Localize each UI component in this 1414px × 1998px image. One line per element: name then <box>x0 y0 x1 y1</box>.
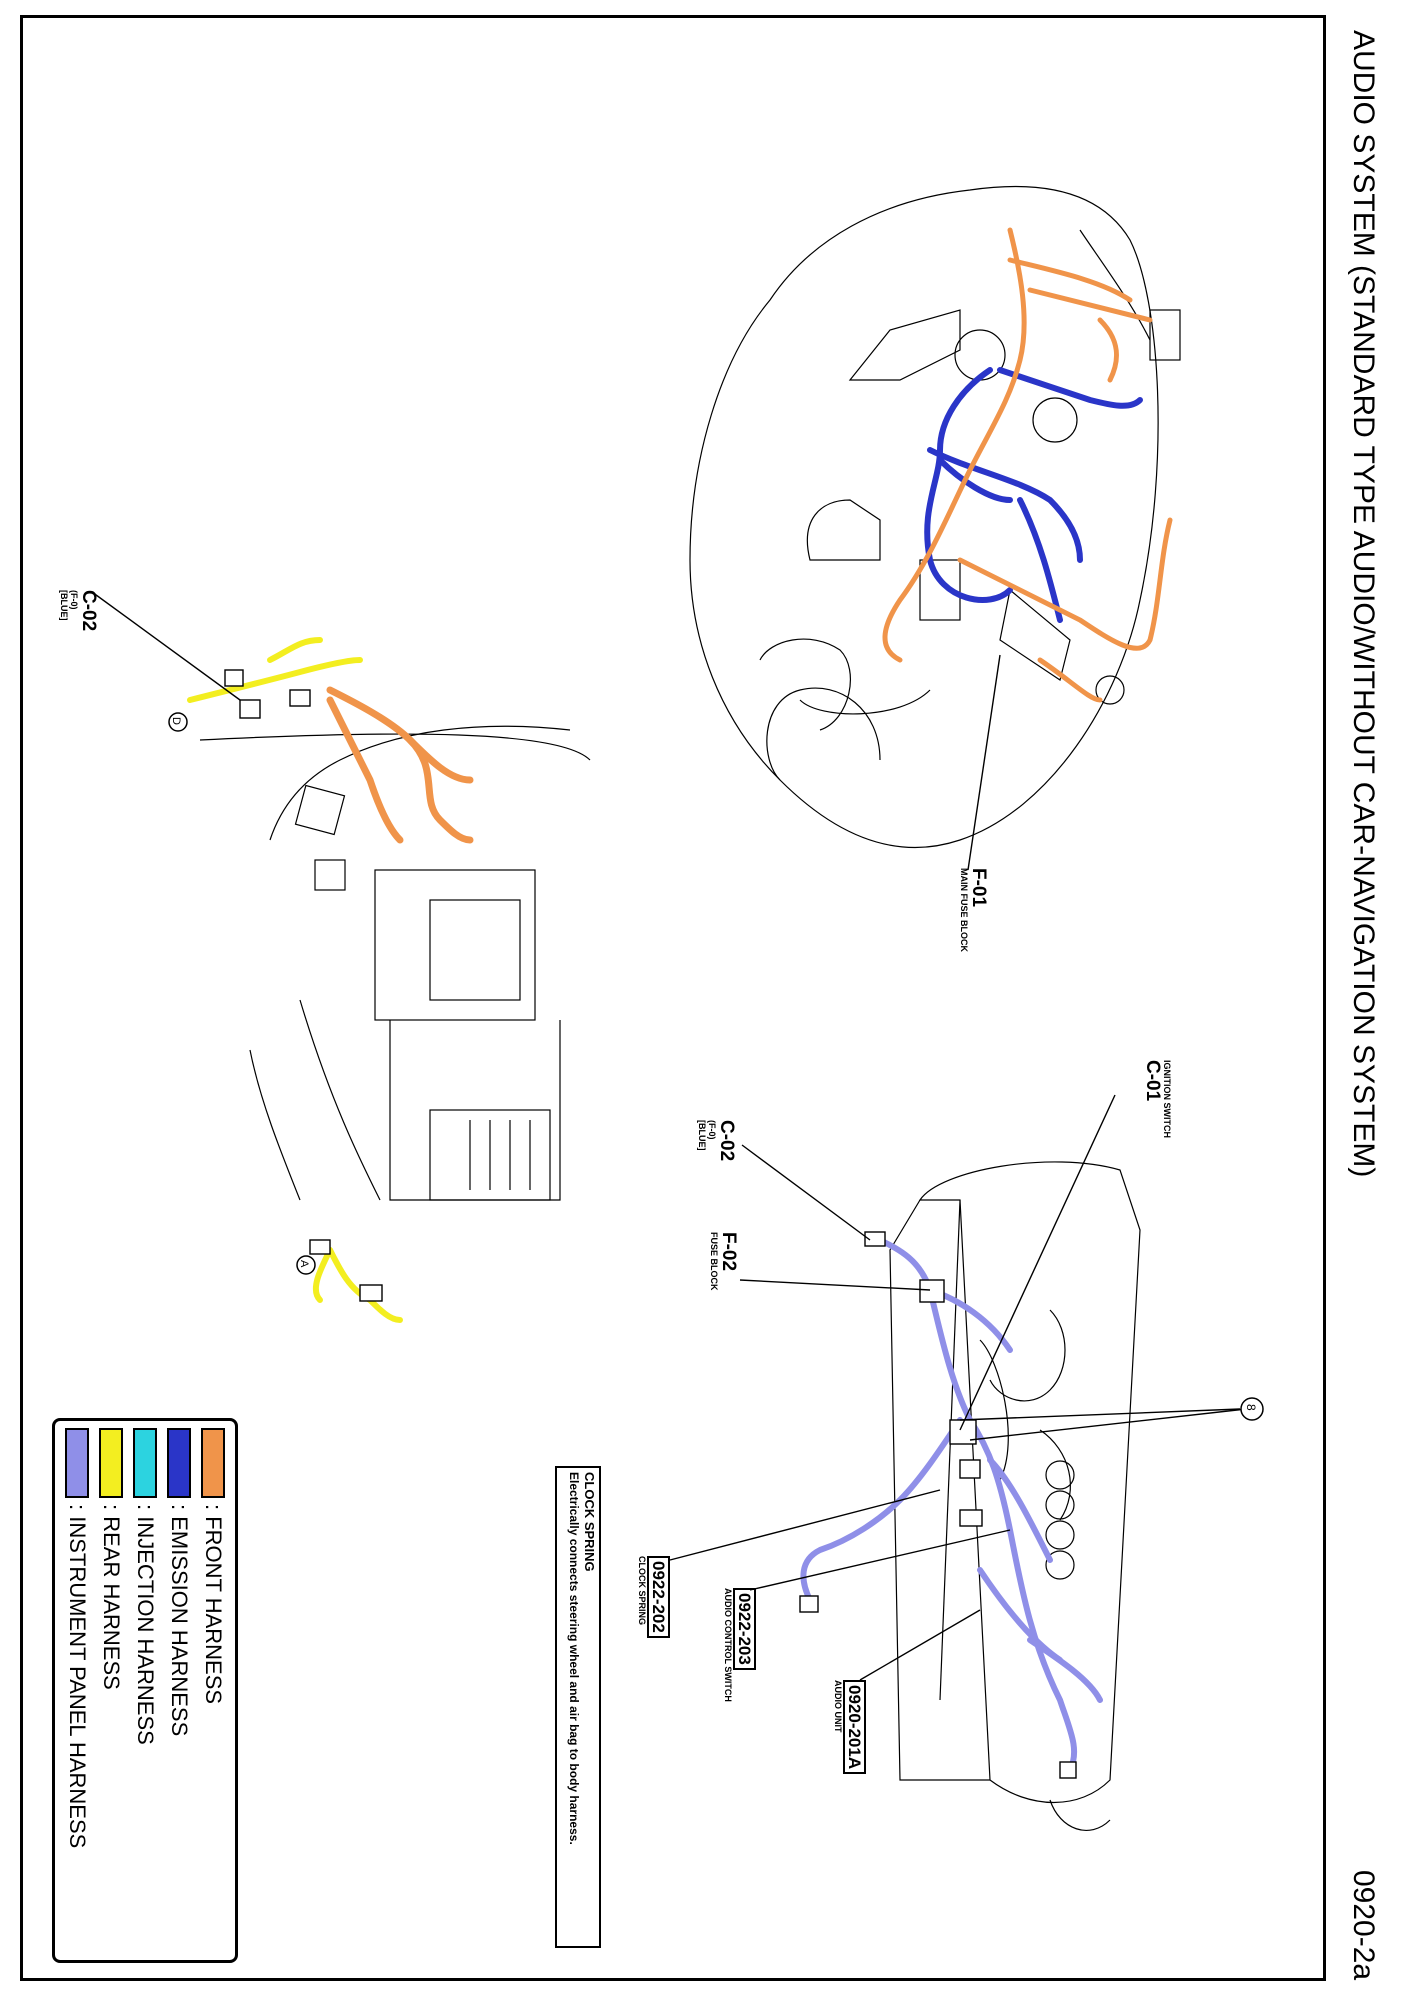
f02-label: F-02 FUSE BLOCK <box>709 1232 739 1291</box>
legend-front-harness: : FRONT HARNESS <box>200 1428 226 1704</box>
clock-spring-note-text: Electrically connects steering wheel and… <box>567 1472 581 1845</box>
c02-right-sub2: [BLUE] <box>697 1120 707 1151</box>
c01-desc: IGNITION SWITCH <box>1162 1060 1172 1138</box>
audio-control-desc: AUDIO CONTROL SWITCH <box>723 1588 733 1702</box>
clock-spring-note-title: CLOCK SPRING <box>582 1472 597 1572</box>
audio-unit-label: 0920-201A AUDIO UNIT <box>833 1680 866 1775</box>
steering-connectors <box>224 669 383 1302</box>
audio-unit-desc: AUDIO UNIT <box>833 1680 843 1733</box>
f01-code: F-01 <box>968 868 989 908</box>
legend-instrument-panel-harness: : INSTRUMENT PANEL HARNESS <box>64 1428 90 1848</box>
steering-harness-orange <box>326 686 474 844</box>
marker-a: A <box>298 1260 310 1268</box>
engine-compartment-drawing <box>689 185 1181 849</box>
clock-spring-ref-label: 0922-202 CLOCK SPRING <box>637 1556 670 1638</box>
legend-emission-harness: : EMISSION HARNESS <box>166 1428 192 1736</box>
audio-control-label: 0922-203 AUDIO CONTROL SWITCH <box>723 1588 756 1702</box>
engine-harness-blue <box>924 367 1143 623</box>
clock-spring-ref-desc: CLOCK SPRING <box>637 1556 647 1626</box>
legend-swatch-front <box>201 1428 225 1498</box>
f01-label: F-01 MAIN FUSE BLOCK <box>959 868 989 952</box>
page-frame <box>20 15 1326 1981</box>
clock-spring-ref-code: 0922-202 <box>647 1556 670 1638</box>
c02-right-code: C-02 <box>716 1120 737 1162</box>
steering-harness-yellow <box>187 637 403 1323</box>
f01-desc: MAIN FUSE BLOCK <box>959 868 969 952</box>
legend-label-front: : FRONT HARNESS <box>201 1504 226 1705</box>
legend-label-injection: : INJECTION HARNESS <box>133 1504 158 1745</box>
clock-spring-note: CLOCK SPRING Electrically connects steer… <box>566 1472 597 1845</box>
c02-left-sub2: [BLUE] <box>59 590 69 621</box>
legend-swatch-instrument <box>65 1428 89 1498</box>
steering-column-drawing <box>199 725 591 1201</box>
legend-rear-harness: : REAR HARNESS <box>98 1428 124 1690</box>
legend-swatch-rear <box>99 1428 123 1498</box>
legend-label-rear: : REAR HARNESS <box>99 1504 124 1690</box>
audio-control-code: 0922-203 <box>733 1588 756 1670</box>
f02-desc: FUSE BLOCK <box>709 1232 719 1291</box>
legend-injection-harness: : INJECTION HARNESS <box>132 1428 158 1745</box>
c01-label: IGNITION SWITCH C-01 <box>1142 1060 1172 1138</box>
legend-swatch-injection <box>133 1428 157 1498</box>
marker-circles <box>168 712 1264 1421</box>
c02-right-label: C-02 (F-0) [BLUE] <box>697 1120 737 1162</box>
harness-legend <box>52 1418 238 1963</box>
legend-label-instrument: : INSTRUMENT PANEL HARNESS <box>65 1504 90 1849</box>
legend-label-emission: : EMISSION HARNESS <box>167 1504 192 1737</box>
engine-harness-orange <box>882 227 1173 703</box>
legend-swatch-emission <box>167 1428 191 1498</box>
marker-d: D <box>170 717 182 725</box>
leader-lines <box>91 591 1247 1681</box>
c02-left-code: C-02 <box>78 590 99 632</box>
instrument-panel-drawing <box>889 1161 1141 1831</box>
f02-code: F-02 <box>718 1232 739 1272</box>
c02-left-label: C-02 (F-0) [BLUE] <box>59 590 99 632</box>
clock-spring-note-box <box>555 1466 601 1948</box>
marker-8: 8 <box>1244 1404 1258 1411</box>
instrument-panel-connectors <box>799 1231 1077 1779</box>
c01-code: C-01 <box>1142 1060 1163 1102</box>
audio-unit-code: 0920-201A <box>843 1680 866 1775</box>
